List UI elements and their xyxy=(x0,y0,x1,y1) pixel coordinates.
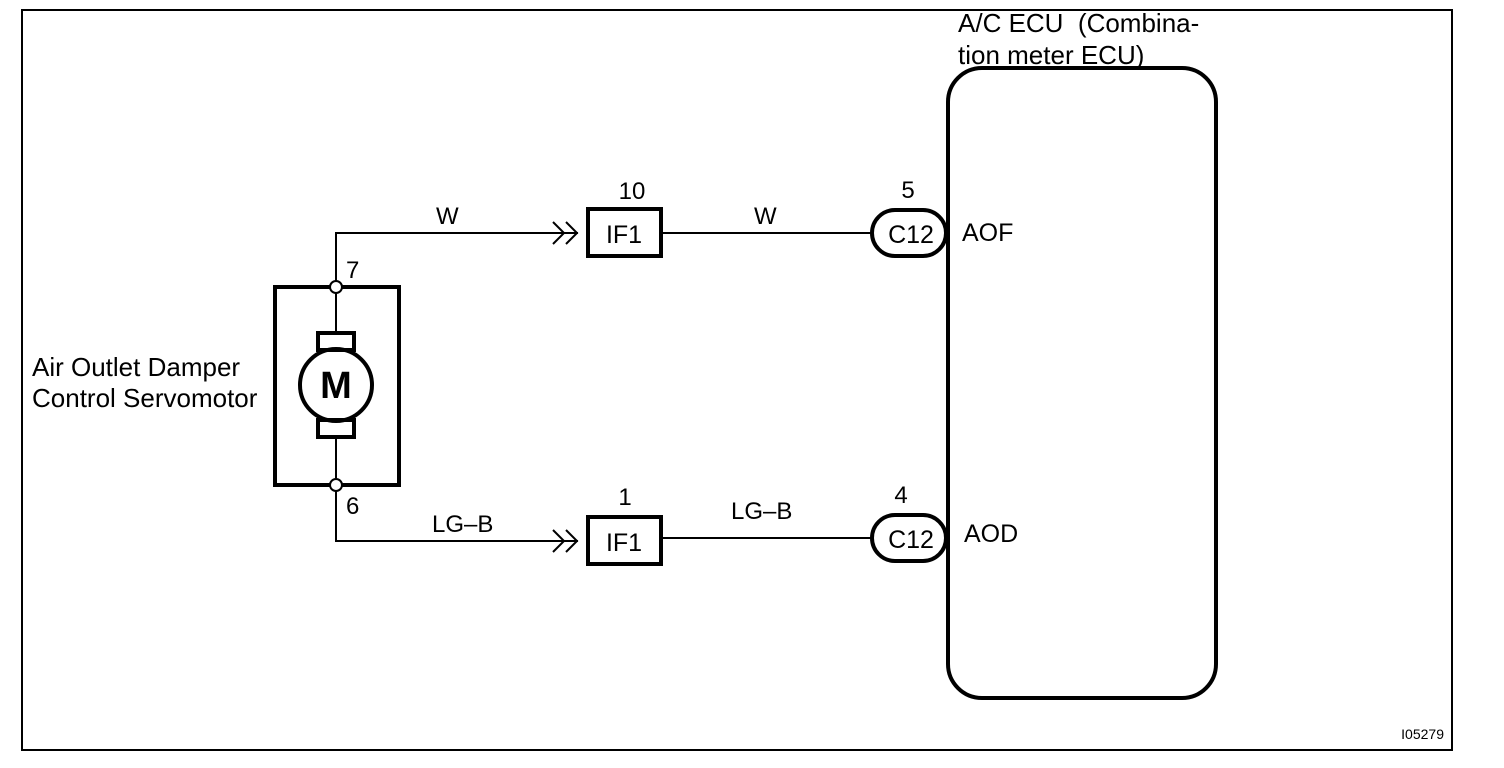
ecu-title-line1: A/C ECU (Combina- xyxy=(958,8,1199,38)
junction-pin-label-top: 10 xyxy=(619,178,646,205)
servomotor-pin-7-label: 7 xyxy=(346,257,359,284)
ecu: A/C ECU (Combina- tion meter ECU) AOF AO… xyxy=(946,8,1218,700)
ecu-title-line2: tion meter ECU) xyxy=(958,40,1144,70)
wire-lgb-left xyxy=(335,491,578,542)
servomotor-name-line2: Control Servomotor xyxy=(32,383,258,413)
circuit-bottom: LG–B IF1 1 LG–B C12 4 xyxy=(335,482,948,566)
motor-symbol-circle xyxy=(298,347,374,423)
servomotor-name-line1: Air Outlet Damper xyxy=(32,352,240,382)
ecu-terminal-aof: AOF xyxy=(962,219,1013,247)
junction-pin-label-bottom: 1 xyxy=(618,484,631,511)
diagram-frame xyxy=(21,9,1453,751)
wire-lgb-arrow-inner xyxy=(565,529,579,553)
wire-lgb-arrow xyxy=(552,529,566,553)
servomotor: M 7 6 Air Outlet Damper Control Servomot… xyxy=(32,257,401,520)
wire-color-label-right-top: W xyxy=(754,203,777,230)
wire-w-arrow xyxy=(552,221,566,245)
servomotor-terminal-7 xyxy=(329,280,343,294)
servomotor-pin-6-label: 6 xyxy=(346,493,359,520)
junction-connector-id-top: IF1 xyxy=(606,221,642,249)
wire-color-label-left-top: W xyxy=(436,203,459,230)
ecu-pin-label-bottom: 4 xyxy=(894,482,907,509)
ecu-body xyxy=(946,66,1218,700)
wire-w-left xyxy=(335,232,578,281)
ecu-pin-label-top: 5 xyxy=(901,177,914,204)
wire-w-arrow-inner xyxy=(565,221,579,245)
figure-code: I05279 xyxy=(1401,726,1444,742)
ecu-connector-id-bottom: C12 xyxy=(888,526,934,554)
ecu-terminal-aod: AOD xyxy=(964,520,1018,548)
ecu-connector-id-top: C12 xyxy=(888,221,934,249)
junction-connector-if1-bottom xyxy=(586,515,663,566)
wire-color-label-left-bottom: LG–B xyxy=(432,511,493,538)
circuit-top: W IF1 10 W C12 5 xyxy=(335,177,948,281)
motor-symbol-letter: M xyxy=(320,365,352,407)
junction-connector-id-bottom: IF1 xyxy=(606,529,642,557)
wire-color-label-right-bottom: LG–B xyxy=(731,498,792,525)
servomotor-terminal-6 xyxy=(329,478,343,492)
